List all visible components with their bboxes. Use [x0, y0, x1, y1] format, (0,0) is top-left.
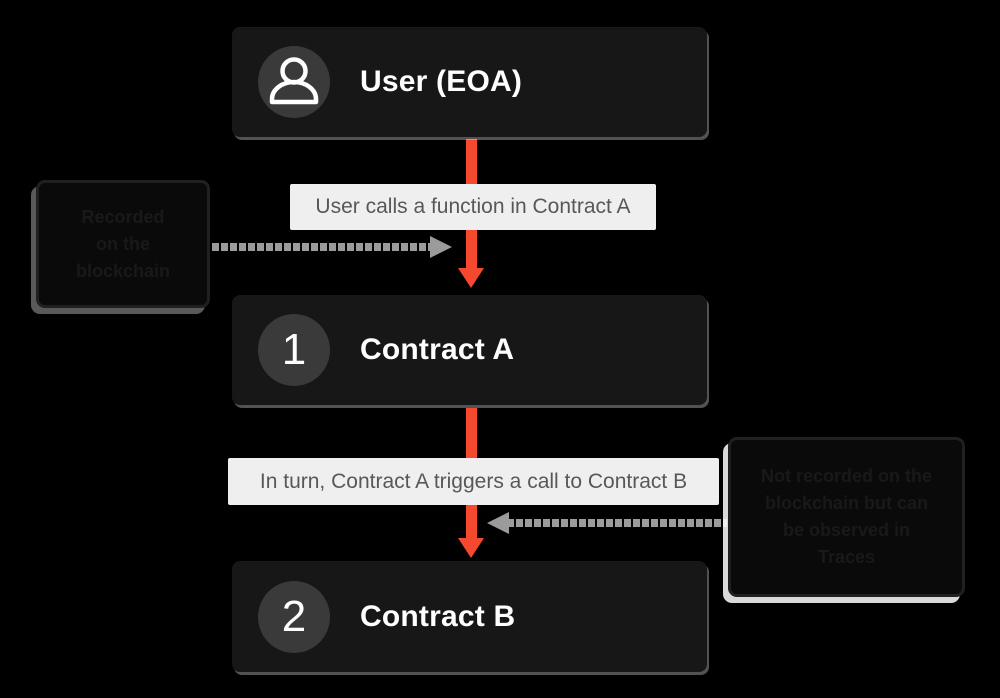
edge-label-internal-call: In turn, Contract A triggers a call to C…	[228, 458, 719, 505]
callout-line: Not recorded on the	[760, 466, 932, 486]
user-icon	[269, 57, 319, 105]
node-contract-a: 1 Contract A	[232, 295, 707, 405]
arrow-down-icon	[458, 268, 484, 288]
node-contract-b: 2 Contract B	[232, 561, 707, 672]
arrow-right-icon	[430, 236, 452, 258]
callout-line: Recorded	[81, 206, 165, 227]
arrow-shaft	[507, 519, 727, 527]
node-title: Contract A	[360, 333, 515, 366]
annotation-arrow-not-recorded	[487, 512, 727, 534]
callout-line: Traces	[817, 547, 876, 567]
callout-recorded: Recorded on the blockchain	[36, 180, 210, 308]
step-badge-1: 1	[258, 314, 330, 386]
arrow-down-icon	[458, 538, 484, 558]
callout-not-recorded: Not recorded on the blockchain but can b…	[728, 437, 965, 597]
node-title: User (EOA)	[360, 65, 523, 98]
node-title: Contract B	[360, 599, 516, 633]
step-number: 2	[281, 591, 307, 641]
callout-line: be observed in	[782, 520, 911, 540]
arrow-shaft	[212, 243, 432, 251]
annotation-arrow-recorded	[212, 236, 452, 258]
step-number: 1	[281, 325, 307, 374]
node-user-eoa: User (EOA)	[232, 27, 707, 137]
step-badge-2: 2	[258, 580, 330, 653]
arrow-left-icon	[487, 512, 509, 534]
user-badge	[258, 46, 330, 118]
callout-line: blockchain but can	[764, 493, 929, 513]
callout-line: blockchain	[75, 260, 171, 281]
callout-line: on the	[96, 233, 150, 254]
edge-label-user-call: User calls a function in Contract A	[290, 184, 656, 230]
